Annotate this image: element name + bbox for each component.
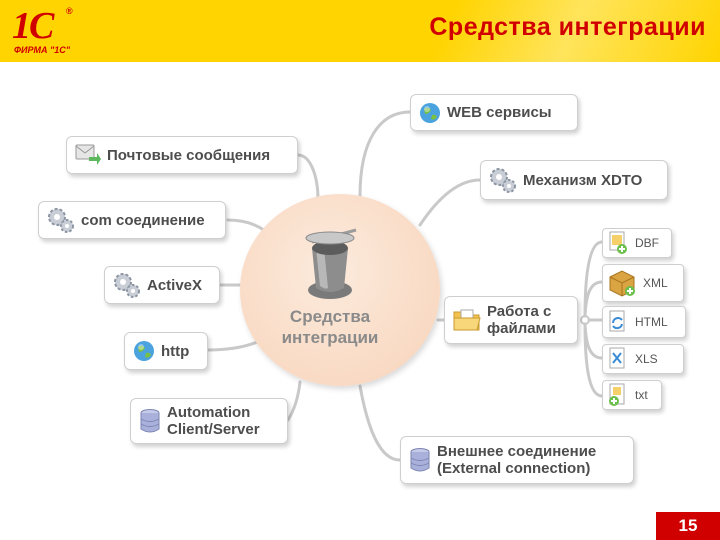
node-mail[interactable]: Почтовые сообщения bbox=[66, 136, 298, 174]
node-com[interactable]: com соединение bbox=[38, 201, 226, 239]
node-label-line1: Automation bbox=[167, 404, 251, 421]
edge-xdto bbox=[418, 178, 482, 227]
package-icon bbox=[609, 270, 635, 297]
page-number: 15 bbox=[656, 512, 720, 540]
dbf-file-icon bbox=[609, 231, 627, 254]
node-label-line2: (External connection) bbox=[437, 460, 591, 477]
logo-text: 1С bbox=[12, 5, 54, 47]
slide-header: 1С ® ФИРМА "1С" Средства интеграции bbox=[0, 0, 720, 62]
slide-title: Средства интеграции bbox=[429, 13, 706, 41]
edge-xls bbox=[583, 322, 604, 360]
edge-txt bbox=[583, 322, 604, 398]
folder-icon bbox=[453, 309, 481, 331]
format-label: HTML bbox=[635, 314, 668, 329]
node-label: com соединение bbox=[81, 211, 205, 229]
node-web-services[interactable]: WEB сервисы bbox=[410, 94, 578, 131]
node-format-xls[interactable]: XLS bbox=[602, 344, 684, 374]
edge-xml bbox=[583, 280, 604, 318]
node-format-txt[interactable]: txt bbox=[602, 380, 662, 410]
edge-external bbox=[358, 384, 402, 462]
node-format-dbf[interactable]: DBF bbox=[602, 228, 672, 258]
format-label: XML bbox=[643, 275, 668, 290]
title-bar: Средства интеграции bbox=[100, 0, 720, 62]
node-label: Работа с файлами bbox=[487, 303, 556, 337]
node-label-line1: Внешнее соединение bbox=[437, 443, 597, 460]
edge-automation bbox=[286, 380, 302, 422]
node-label: WEB сервисы bbox=[447, 104, 552, 121]
logo-registered-mark: ® bbox=[66, 6, 73, 16]
node-label-line1: Работа с bbox=[487, 303, 552, 320]
node-xdto[interactable]: Механизм XDTO bbox=[480, 160, 668, 200]
node-label: Внешнее соединение (External connection) bbox=[437, 443, 596, 477]
gears-icon bbox=[48, 208, 74, 233]
center-label-line2: интеграции bbox=[281, 328, 379, 347]
node-label: ActiveX bbox=[147, 276, 203, 294]
center-topic-label: Средства интеграции bbox=[250, 306, 410, 348]
globe-icon bbox=[134, 341, 154, 361]
node-label-line2: Client/Server bbox=[167, 421, 260, 438]
edge-web-services bbox=[358, 110, 412, 198]
format-label: txt bbox=[635, 387, 648, 402]
xls-file-icon bbox=[609, 347, 625, 369]
node-label-line2: файлами bbox=[487, 320, 556, 337]
node-files[interactable]: Работа с файлами bbox=[444, 296, 578, 344]
gears-icon bbox=[490, 168, 516, 193]
node-activex[interactable]: ActiveX bbox=[104, 266, 220, 304]
format-label: XLS bbox=[635, 351, 658, 366]
node-label: Почтовые сообщения bbox=[107, 146, 271, 164]
database-icon bbox=[140, 409, 160, 433]
gears-icon bbox=[114, 273, 140, 298]
database-icon bbox=[410, 448, 430, 472]
node-format-html[interactable]: HTML bbox=[602, 306, 686, 338]
txt-file-icon bbox=[609, 383, 625, 406]
node-automation[interactable]: Automation Client/Server bbox=[130, 398, 288, 444]
html-file-icon bbox=[609, 310, 625, 332]
node-http[interactable]: http bbox=[124, 332, 208, 370]
mail-exchange-icon bbox=[75, 144, 101, 165]
top-hat-icon bbox=[305, 228, 357, 299]
edge-dbf bbox=[583, 240, 604, 318]
node-external[interactable]: Внешнее соединение (External connection) bbox=[400, 436, 634, 484]
center-label-line1: Средства bbox=[289, 307, 371, 326]
format-label: DBF bbox=[635, 235, 659, 250]
globe-icon bbox=[420, 102, 440, 123]
node-label: Механизм XDTO bbox=[523, 171, 643, 189]
edge-mail bbox=[296, 153, 320, 202]
node-format-xml[interactable]: XML bbox=[602, 264, 684, 302]
company-logo: 1С ® ФИРМА "1С" bbox=[0, 0, 100, 62]
logo-subtitle: ФИРМА "1С" bbox=[14, 45, 71, 55]
node-label: http bbox=[161, 342, 190, 360]
node-label: Automation Client/Server bbox=[167, 404, 260, 438]
